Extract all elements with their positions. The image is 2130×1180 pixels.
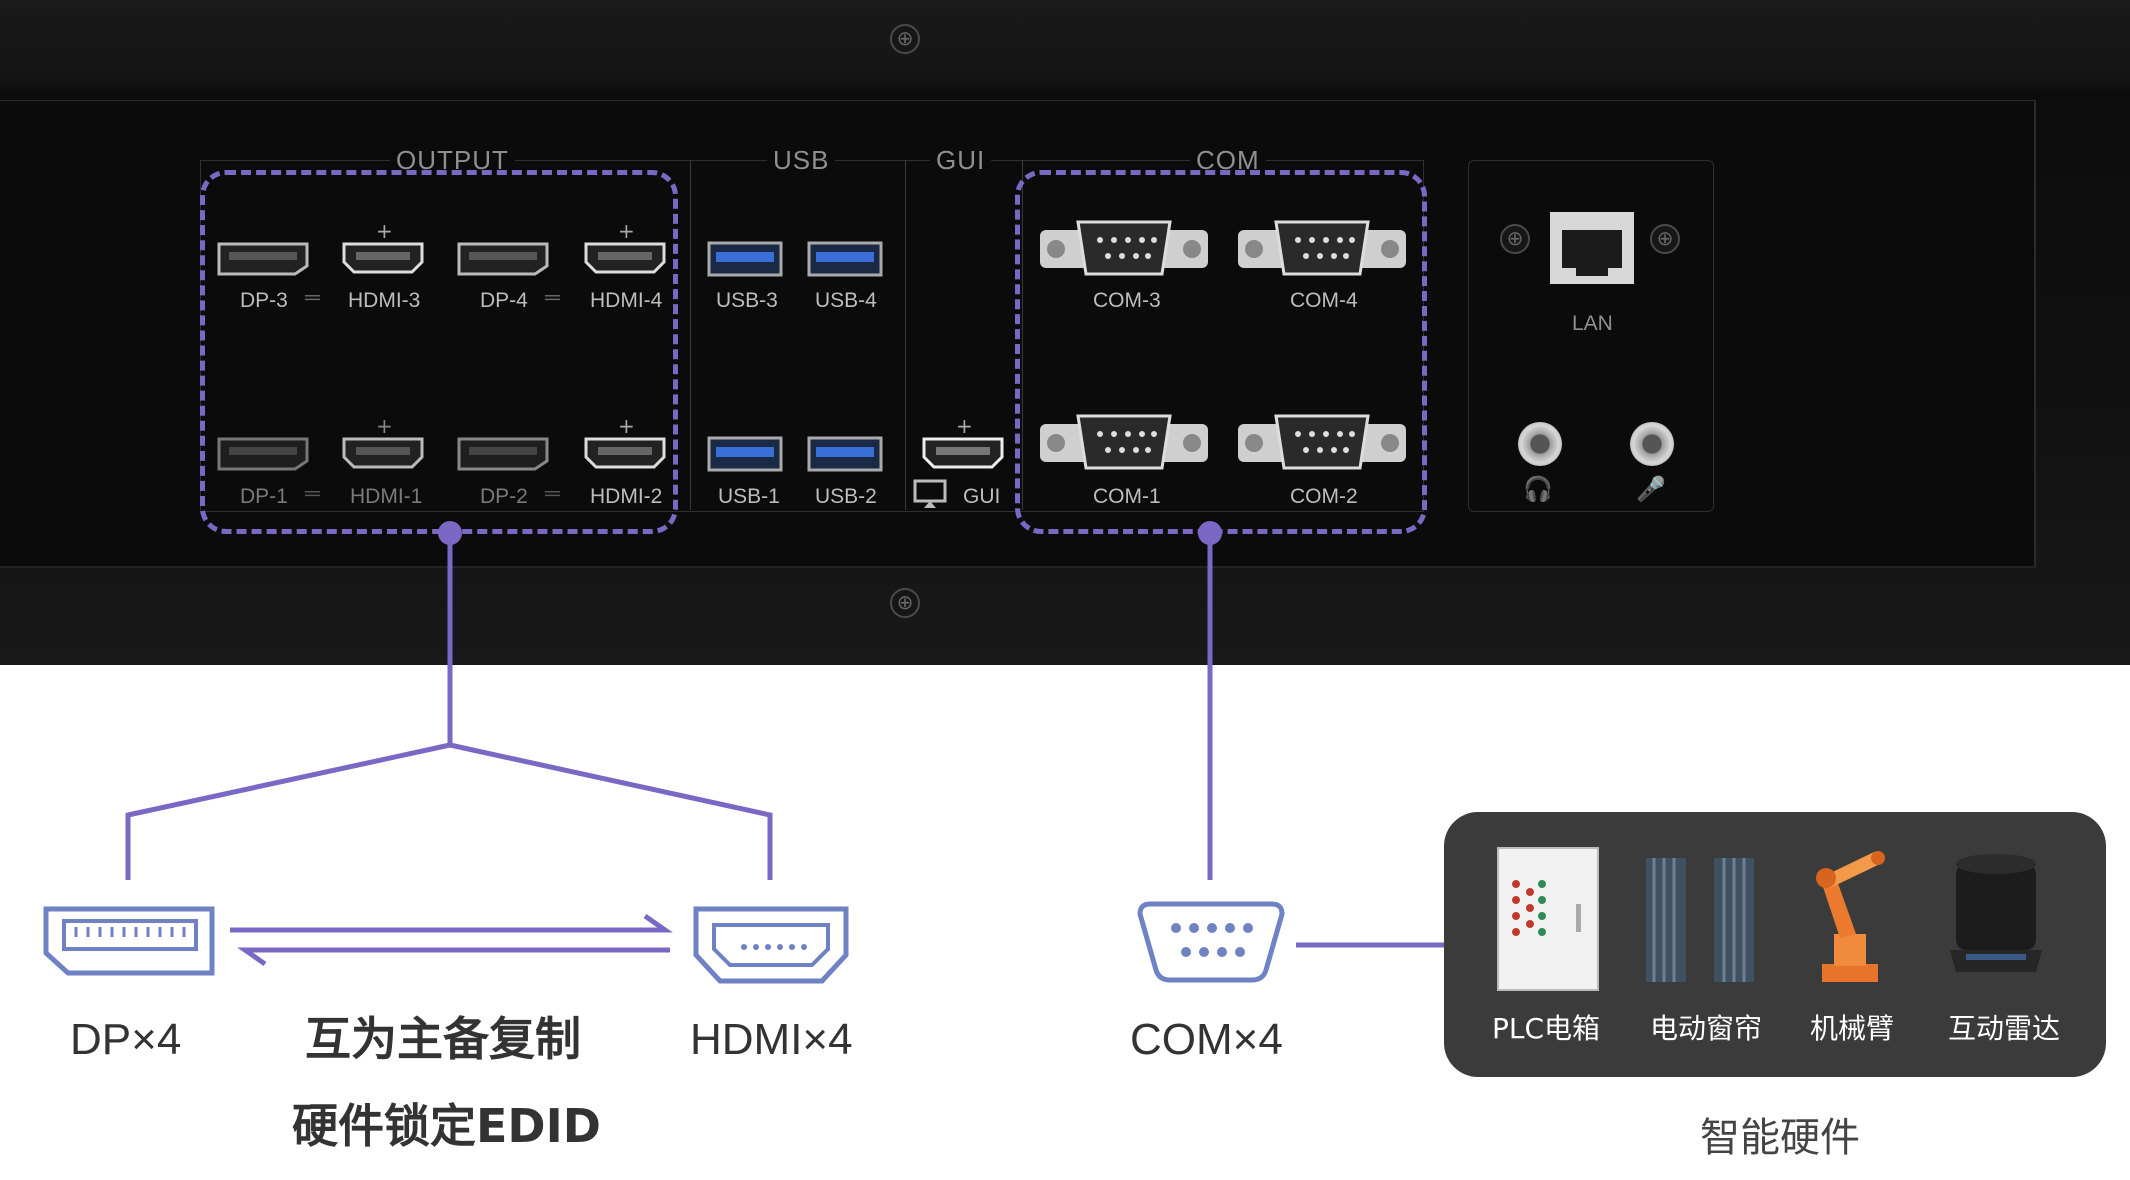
bottom-screw-icon: ⊕: [890, 588, 920, 618]
pair-link-icon: ═: [305, 286, 320, 309]
port-label: HDMI-4: [590, 289, 663, 312]
feature-line-2: 硬件锁定EDID: [292, 1099, 601, 1153]
ethernet-icon[interactable]: [1548, 210, 1636, 286]
port-label: HDMI-2: [590, 485, 663, 508]
usb-port-icon[interactable]: [806, 435, 884, 473]
curtain-icon: [1646, 858, 1754, 982]
svg-text:+: +: [956, 415, 973, 438]
hardware-label: 电动窗帘: [1650, 1012, 1763, 1045]
displayport-icon[interactable]: [455, 435, 551, 473]
pair-link-icon: ═: [545, 286, 560, 309]
port-label: COM-4: [1290, 289, 1358, 312]
lan-label: LAN: [1572, 312, 1613, 335]
microphone-icon: 🎤: [1636, 475, 1666, 503]
port-label: COM-3: [1093, 289, 1161, 312]
hdmi-icon[interactable]: +: [582, 220, 668, 278]
svg-text:+: +: [618, 415, 635, 438]
serial-port-icon[interactable]: [1236, 218, 1408, 280]
dp-count-label: DP×4: [70, 1015, 182, 1064]
top-screw-icon: ⊕: [890, 24, 920, 54]
hardware-label: 机械臂: [1810, 1012, 1895, 1045]
hardware-title: 智能硬件: [1700, 1115, 1860, 1161]
displayport-icon[interactable]: [215, 240, 311, 278]
pair-link-icon: ═: [545, 482, 560, 505]
port-label: USB-3: [716, 289, 778, 312]
usb-port-icon[interactable]: [706, 240, 784, 278]
port-label: DP-2: [480, 485, 528, 508]
svg-text:+: +: [376, 415, 393, 438]
gui-port-label: GUI: [963, 485, 1001, 508]
port-label: USB-4: [815, 289, 877, 312]
hdmi-icon: [693, 906, 849, 984]
hardware-label: 互动雷达: [1948, 1012, 2061, 1045]
serial-port-icon[interactable]: [1236, 412, 1408, 474]
smart-hardware-box: PLC电箱 电动窗帘 机械臂 互动雷达: [1444, 812, 2106, 1077]
section-label-usb: USB: [767, 145, 836, 176]
serial-port-icon[interactable]: [1038, 218, 1210, 280]
port-label: COM-1: [1093, 485, 1161, 508]
port-label: DP-3: [240, 289, 288, 312]
displayport-icon[interactable]: [455, 240, 551, 278]
feature-line-1: 互为主备复制: [305, 1012, 581, 1066]
hdmi-icon[interactable]: +: [340, 220, 426, 278]
port-label: HDMI-1: [350, 485, 423, 508]
lan-audio-frame: [1468, 160, 1714, 512]
monitor-icon: [913, 479, 947, 508]
port-label: USB-1: [718, 485, 780, 508]
hdmi-count-label: HDMI×4: [690, 1015, 853, 1064]
svg-text:+: +: [376, 220, 393, 243]
hdmi-icon[interactable]: +: [582, 415, 668, 473]
com-count-label: COM×4: [1130, 1015, 1283, 1064]
pair-link-icon: ═: [305, 482, 320, 505]
headphone-icon: 🎧: [1523, 475, 1553, 503]
serial-port-icon: [1137, 901, 1285, 983]
screw-icon: ⊕: [1650, 224, 1680, 254]
port-label: HDMI-3: [348, 289, 421, 312]
usb-port-icon[interactable]: [806, 240, 884, 278]
port-label: USB-2: [815, 485, 877, 508]
usb-port-icon[interactable]: [706, 435, 784, 473]
radar-icon: [1950, 854, 2042, 972]
audio-jack[interactable]: [1630, 422, 1674, 466]
plc-cabinet-icon: [1497, 847, 1599, 991]
svg-text:+: +: [618, 220, 635, 243]
audio-jack[interactable]: [1518, 422, 1562, 466]
section-divider: [690, 160, 691, 510]
port-label: DP-4: [480, 289, 528, 312]
robot-arm-icon: [1816, 851, 1885, 982]
section-divider: [905, 160, 906, 510]
port-label: DP-1: [240, 485, 288, 508]
screw-icon: ⊕: [1500, 224, 1530, 254]
displayport-icon[interactable]: [215, 435, 311, 473]
serial-port-icon[interactable]: [1038, 412, 1210, 474]
hdmi-icon[interactable]: +: [920, 415, 1006, 473]
device-rear-panel: ⊕ ⊕ OUTPUT USB GUI COM + + DP-3 ═ HDMI-3…: [0, 0, 2130, 665]
section-label-gui: GUI: [930, 145, 992, 176]
hardware-label: PLC电箱: [1492, 1012, 1601, 1045]
port-label: COM-2: [1290, 485, 1358, 508]
section-divider: [1022, 160, 1023, 510]
hdmi-icon[interactable]: +: [340, 415, 426, 473]
displayport-icon: [43, 906, 215, 976]
